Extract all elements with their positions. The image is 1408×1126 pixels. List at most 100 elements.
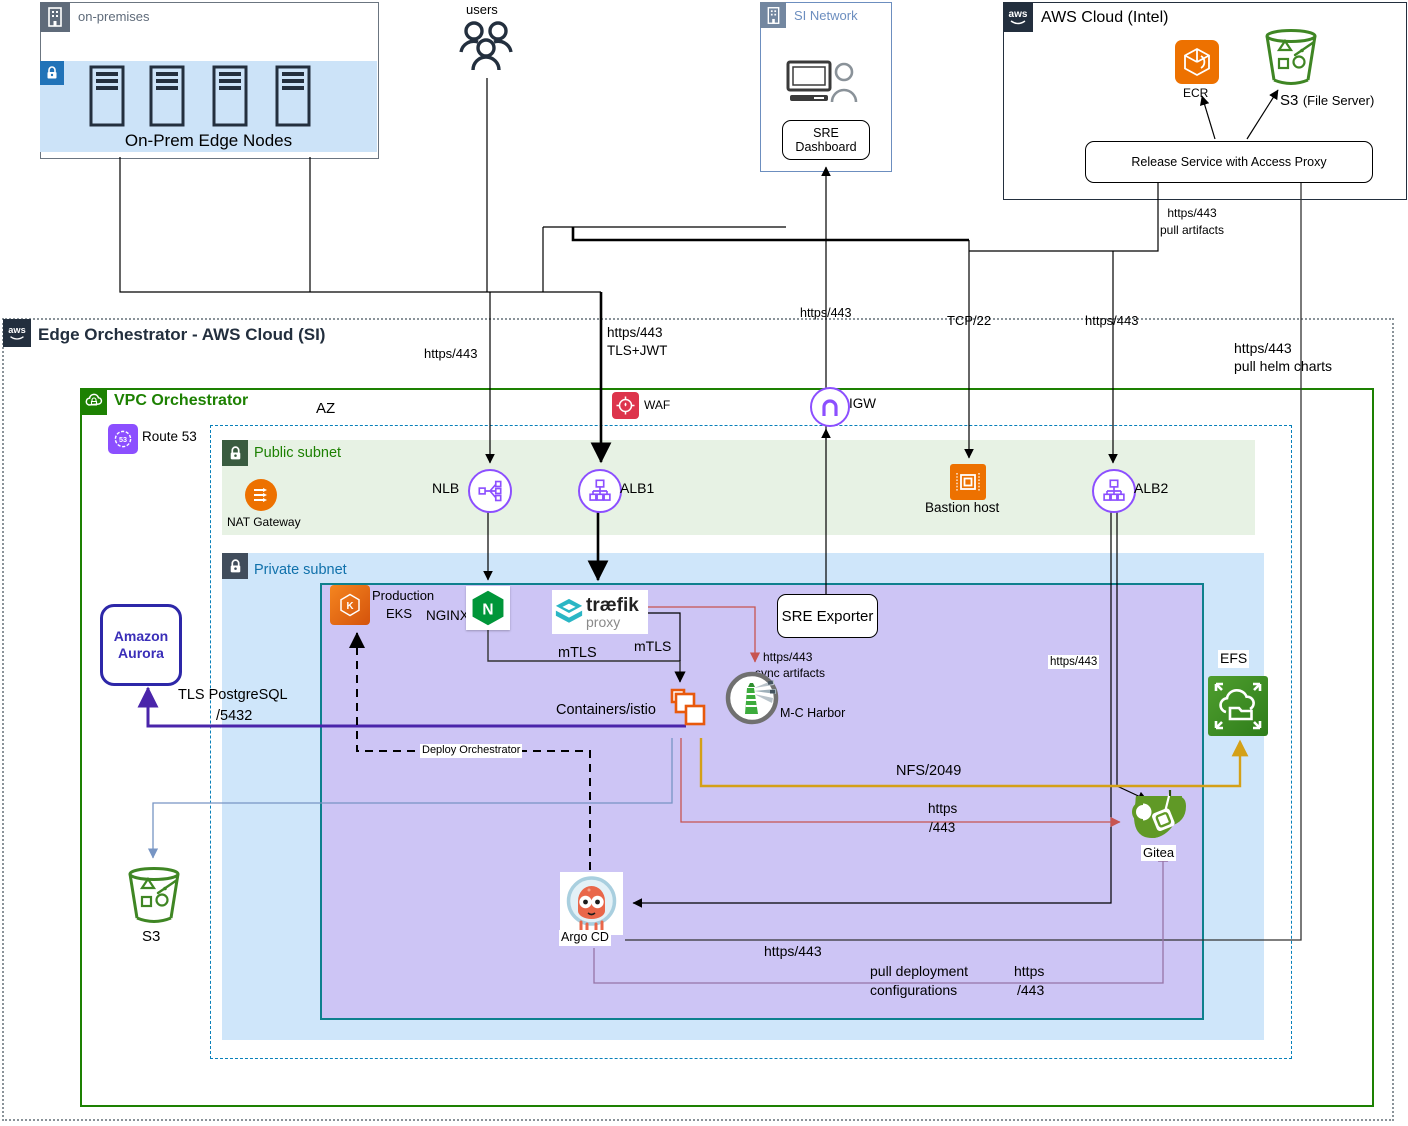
s3-bucket-icon (1264, 28, 1318, 91)
private-subnet-title: Private subnet (254, 562, 347, 578)
eks-icon: K (330, 585, 370, 625)
vpc-title: VPC Orchestrator (114, 392, 249, 409)
s3-bottom-label: S3 (142, 928, 161, 945)
efs-label: EFS (1218, 650, 1250, 668)
svg-text:K: K (346, 601, 353, 612)
aws-logo-icon: aws (1003, 2, 1033, 32)
alb1-label: ALB1 (620, 480, 655, 496)
aurora-node: Amazon Aurora (100, 604, 182, 686)
bastion-host-label: Bastion host (925, 500, 1000, 515)
s3-file-server-label: S3 (File Server) (1280, 91, 1374, 111)
network-load-balancer-icon (468, 469, 512, 513)
onprem-title: on-premises (78, 9, 150, 24)
flow-5432: /5432 (216, 708, 253, 724)
argo-octopus-icon (560, 872, 623, 935)
edge-orchestrator-title: Edge Orchestrator - AWS Cloud (SI) (38, 325, 326, 344)
sre-exporter-node: SRE Exporter (777, 594, 878, 638)
containers-istio-icon (664, 686, 712, 747)
aurora-label-2: Aurora (118, 645, 164, 661)
nginx-label: NGINX (426, 608, 469, 623)
gitea-label: Gitea (1141, 845, 1177, 862)
nlb-label: NLB (432, 480, 460, 496)
containers-label: Containers/istio (556, 702, 656, 718)
sre-exporter-label: SRE Exporter (781, 607, 874, 625)
sre-dashboard-line1: SRE (813, 126, 839, 140)
eks-label-line2: EKS (386, 606, 413, 621)
flow-https443-nlb: https/443 (424, 346, 478, 361)
s3-label-note: (File Server) (1302, 93, 1375, 108)
efs-icon (1208, 676, 1268, 741)
flow-pd-https: https (1014, 963, 1045, 979)
harbor-lighthouse-icon (724, 670, 780, 731)
igw-label: IGW (849, 396, 876, 411)
flow-tlsjwt-alb1: TLS+JWT (607, 343, 668, 358)
aws-logo-icon: aws (3, 319, 31, 347)
users-label: users (466, 2, 498, 17)
nat-gateway-icon (245, 479, 277, 511)
ecr-label: ECR (1183, 86, 1209, 100)
on-prem-secure-zone (40, 61, 377, 152)
pull-artifacts-label-1: https/443 (1167, 206, 1217, 220)
flow-gitea-443: /443 (929, 820, 956, 835)
flow-https443-sre: https/443 (800, 306, 852, 320)
lock-icon (222, 553, 248, 579)
flow-https443-alb1: https/443 (607, 325, 663, 340)
flow-nfs2049: NFS/2049 (896, 763, 962, 779)
internet-gateway-icon (810, 387, 850, 427)
si-network-title: SI Network (794, 8, 858, 23)
ecr-icon (1175, 40, 1219, 84)
flow-gitea-https: https (928, 801, 958, 816)
route53-label: Route 53 (142, 429, 197, 444)
harbor-label: M-C Harbor (780, 706, 846, 720)
lock-icon (222, 440, 248, 466)
release-service-node: Release Service with Access Proxy (1085, 141, 1373, 183)
sre-dashboard-node: SRE Dashboard (782, 120, 870, 160)
traefik-sublabel: proxy (586, 613, 621, 630)
traefik-node: træfik proxy (552, 590, 648, 634)
flow-configurations: configurations (870, 982, 958, 998)
flow-https443-inner: https/443 (1048, 655, 1100, 670)
route53-icon: 53 (108, 424, 138, 454)
flow-https443-alb2: https/443 (1085, 313, 1139, 328)
release-service-label: Release Service with Access Proxy (1131, 155, 1327, 169)
computer-user-icon (786, 60, 858, 109)
onprem-nodes-label: On-Prem Edge Nodes (124, 131, 293, 150)
eks-cluster-region (320, 583, 1204, 1020)
sre-dashboard-line2: Dashboard (795, 140, 857, 154)
flow-sync-1: https/443 (763, 650, 813, 664)
users-icon (455, 18, 517, 85)
aurora-label-1: Amazon (113, 628, 169, 645)
flow-tcp22: TCP/22 (947, 313, 992, 328)
app-load-balancer-icon (578, 469, 622, 513)
traefik-label: træfik (586, 594, 639, 616)
traefik-icon (552, 595, 586, 629)
s3-label-main: S3 (1280, 92, 1299, 109)
pull-artifacts-label-2: pull artifacts (1159, 223, 1225, 237)
building-icon (40, 2, 70, 32)
gitea-cup-icon (1126, 790, 1194, 851)
nginx-icon: N (466, 586, 510, 630)
pull-helm-label-1: https/443 (1234, 340, 1292, 356)
svg-text:53: 53 (119, 435, 127, 444)
alb2-label: ALB2 (1134, 480, 1169, 496)
app-load-balancer-icon (1092, 469, 1136, 513)
flow-mtls-a: mTLS (634, 638, 672, 654)
flow-pull-deployment: pull deployment (870, 963, 969, 979)
s3-bucket-icon (127, 866, 181, 929)
vpc-cloud-icon (81, 389, 107, 415)
argocd-label: Argo CD (559, 930, 611, 946)
server-rack-icon (88, 64, 338, 133)
bastion-chip-icon (950, 464, 986, 500)
flow-mtls-b: mTLS (558, 645, 597, 661)
aws-intel-title: AWS Cloud (Intel) (1041, 9, 1169, 26)
public-subnet-title: Public subnet (254, 445, 342, 461)
pull-helm-label-2: pull helm charts (1234, 358, 1333, 374)
nat-gateway-label: NAT Gateway (227, 515, 301, 529)
waf-icon (612, 392, 639, 419)
eks-label-line1: Production (372, 588, 435, 603)
waf-label: WAF (644, 398, 671, 412)
flow-deploy-orchestrator: Deploy Orchestrator (420, 744, 523, 758)
svg-text:aws: aws (1009, 9, 1028, 20)
flow-tls-postgresql: TLS PostgreSQL (178, 687, 288, 703)
